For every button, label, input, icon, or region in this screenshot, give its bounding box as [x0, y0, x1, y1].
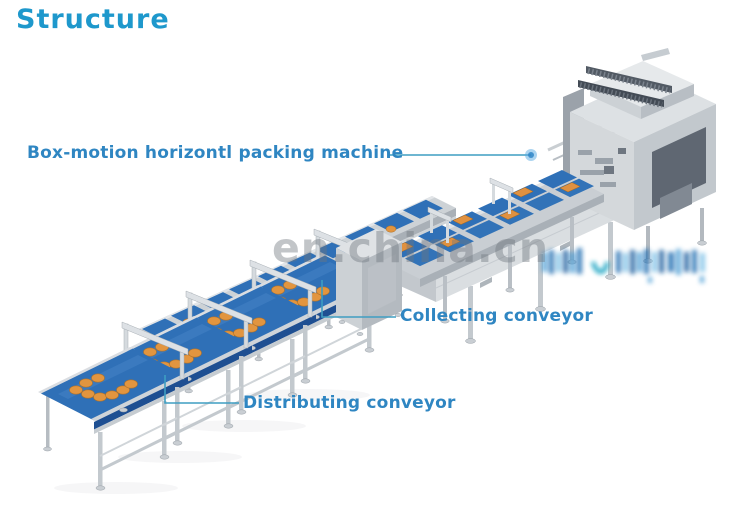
leader-dot [528, 152, 534, 158]
label-distributing-conveyor: Distributing conveyor [243, 393, 456, 413]
label-packing-machine: Box-motion horizontl packing machine [27, 143, 404, 163]
leader-lines [164, 154, 531, 404]
packing-machine-head [563, 48, 716, 264]
label-collecting-conveyor: Collecting conveyor [400, 306, 593, 326]
blurred-blue-watermark [542, 248, 705, 283]
leader-line-collecting-conveyor [321, 280, 396, 318]
page-title: Structure [16, 4, 170, 35]
site-watermark: en.china.cn [272, 224, 550, 272]
control-cabinet [336, 229, 402, 336]
leader-line-distributing-conveyor [164, 375, 239, 404]
